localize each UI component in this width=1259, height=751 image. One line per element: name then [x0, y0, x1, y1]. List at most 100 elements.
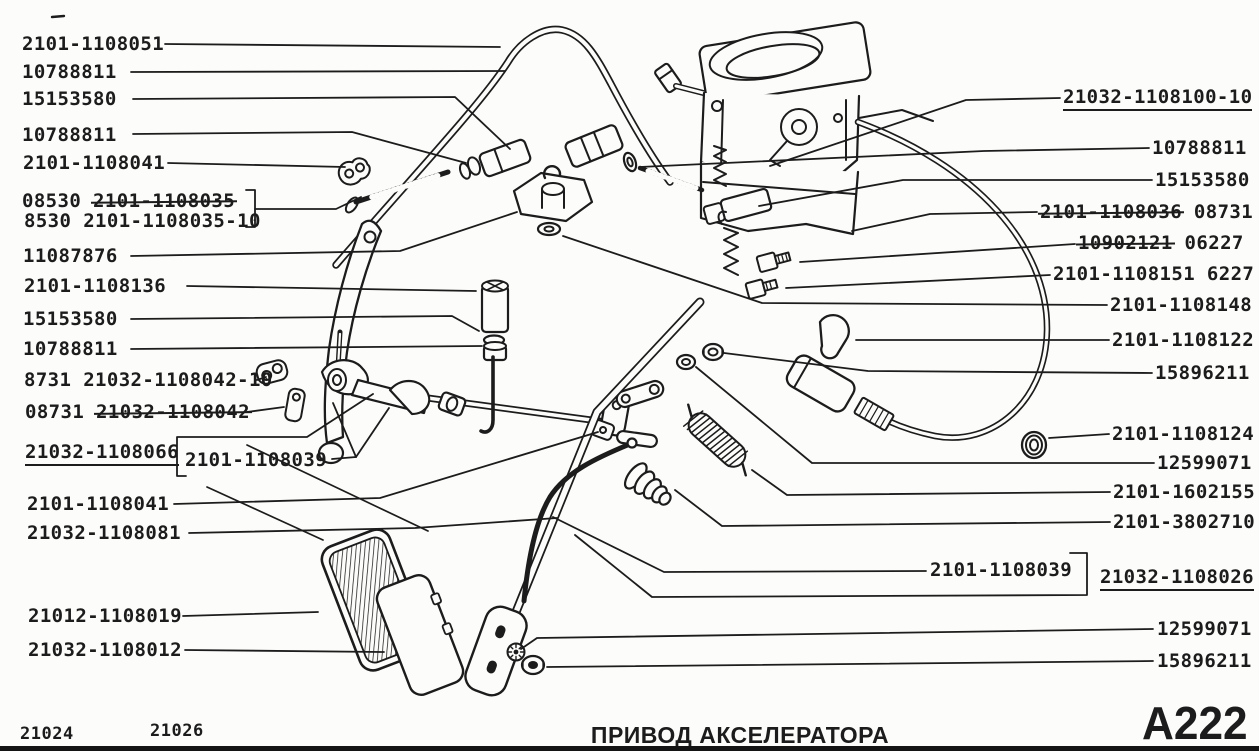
part-label-l15: 2101-1108039: [185, 450, 327, 470]
part-label-l18: 21012-1108019: [28, 606, 182, 626]
part-label-r6: 2101-1108151 6227: [1053, 264, 1254, 284]
model-code-21024: 21024: [20, 724, 74, 744]
intermediate-lever: [317, 219, 383, 465]
part-label-l4: 10788811: [22, 125, 117, 145]
part-number: 08530: [22, 190, 94, 212]
part-number: 15153580: [22, 88, 117, 110]
carburetor: [698, 21, 934, 300]
rod-clamp-b: [284, 387, 306, 423]
part-label-l2: 10788811: [22, 62, 117, 82]
accelerator-pedal: [320, 528, 465, 696]
pedal-lever-arm: [464, 297, 705, 697]
cable-clamp-upper: [337, 157, 371, 186]
pedal-return-spring: [682, 403, 749, 477]
lever-roller: [437, 391, 467, 417]
part-number: 2101-1108124: [1112, 423, 1255, 445]
part-number: 10788811: [1152, 137, 1247, 159]
cable-adjuster-threads: [853, 396, 895, 432]
part-label-l1: 2101-1108051: [22, 34, 164, 54]
l-pin: [479, 355, 495, 434]
part-number: 11087876: [23, 245, 118, 267]
part-label-r4: 2101-1108036 08731: [1040, 202, 1253, 222]
bracket-1108026: [574, 534, 1088, 598]
part-label-l6: 08530 2101-1108035: [22, 191, 235, 211]
bracket-washer: [536, 221, 562, 237]
linkage-levers: [320, 355, 610, 434]
part-label-l11: 10788811: [23, 339, 118, 359]
sheath-nut-washer: [458, 156, 482, 180]
part-number: 15896211: [1157, 650, 1252, 672]
choke-housing: [780, 108, 818, 146]
part-number: 2101-1108041: [23, 152, 166, 174]
plain-washer: [675, 353, 697, 371]
part-number: 08731: [1182, 201, 1254, 223]
part-number: 10788811: [22, 124, 117, 146]
part-label-l3: 15153580: [22, 89, 117, 109]
grommet: [1020, 430, 1048, 460]
idle-adjust-bolt: [744, 278, 779, 300]
part-label-l8: 11087876: [23, 246, 118, 266]
clevis-junction: [590, 379, 665, 449]
part-label-l13: 08731 21032-1108042: [25, 402, 250, 422]
part-label-l14: 21032-1108066: [25, 441, 179, 466]
page-edge-bar: [0, 746, 1259, 751]
part-label-l7: 8530 2101-1108035-10: [24, 211, 261, 231]
lock-nut: [701, 342, 725, 362]
star-washer: [506, 642, 526, 662]
part-number: 2101-1108041: [27, 493, 170, 515]
part-number: 2101-3802710: [1113, 511, 1256, 533]
part-label-r9: 15896211: [1155, 363, 1250, 383]
part-label-r13: 2101-3802710: [1113, 512, 1255, 532]
part-number: 2101-1108039: [930, 559, 1073, 581]
part-number: 2101-1108039: [185, 449, 328, 471]
part-number: 8530 2101-1108035-10: [24, 210, 261, 232]
part-number: 21032-1108026: [1100, 566, 1254, 591]
throttle-return-spring: [713, 145, 739, 276]
connecting-link: [615, 379, 665, 409]
part-number: 06227: [1172, 232, 1244, 254]
part-number: 21032-1108012: [28, 639, 182, 661]
part-number: 2101-1602155: [1113, 481, 1256, 503]
part-label-r14: 2101-1108039: [930, 560, 1072, 580]
part-label-r3: 15153580: [1155, 170, 1250, 190]
sheath-ferrule-a: [478, 138, 532, 178]
superseded-part-number: 21032-1108042: [96, 401, 250, 423]
superseded-part-number: 10902121: [1078, 232, 1173, 254]
part-number: 15153580: [1155, 169, 1250, 191]
bracket-1108066: [176, 393, 374, 477]
part-label-l16: 2101-1108041: [27, 494, 169, 514]
part-number: 21012-1108019: [28, 605, 182, 627]
accelerator-drive-drawing: [206, 21, 1051, 697]
part-number: 2101-1108136: [24, 275, 167, 297]
superseded-part-number: 2101-1108035: [93, 190, 236, 212]
part-label-r1: 21032-1108100-10: [1063, 86, 1253, 111]
part-label-l5: 2101-1108041: [23, 153, 165, 173]
cable-sheath-arc: [785, 118, 1051, 441]
part-number: 15896211: [1155, 362, 1250, 384]
rubber-boot: [623, 462, 672, 506]
part-number: 21032-1108081: [27, 522, 181, 544]
part-number: 2101-1108122: [1112, 329, 1255, 351]
part-label-r7: 2101-1108148: [1110, 295, 1252, 315]
model-code-21026: 21026: [150, 721, 204, 741]
part-label-r12: 2101-1602155: [1113, 482, 1255, 502]
throttle-stop-bolt: [755, 251, 792, 273]
part-label-r15: 21032-1108026: [1100, 566, 1254, 591]
part-number: 10788811: [23, 338, 118, 360]
part-label-l19: 21032-1108012: [28, 640, 182, 660]
retaining-clip: [818, 314, 850, 360]
part-label-l17: 21032-1108081: [27, 523, 181, 543]
lever-nut: [520, 654, 546, 676]
part-number: 15153580: [23, 308, 118, 330]
leader-lines: [130, 43, 1155, 668]
threaded-cable-end: [637, 165, 705, 193]
part-number: 21032-1108100-10: [1063, 86, 1253, 111]
sheath-ferrule-b: [564, 124, 624, 168]
pivot-nut: [482, 341, 508, 362]
part-number: 2101-1108148: [1110, 294, 1253, 316]
part-number: 10788811: [22, 61, 117, 83]
drawing-title: ПРИВОД АКСЕЛЕРАТОРА: [590, 722, 890, 748]
sheath-washer-b: [622, 151, 638, 173]
